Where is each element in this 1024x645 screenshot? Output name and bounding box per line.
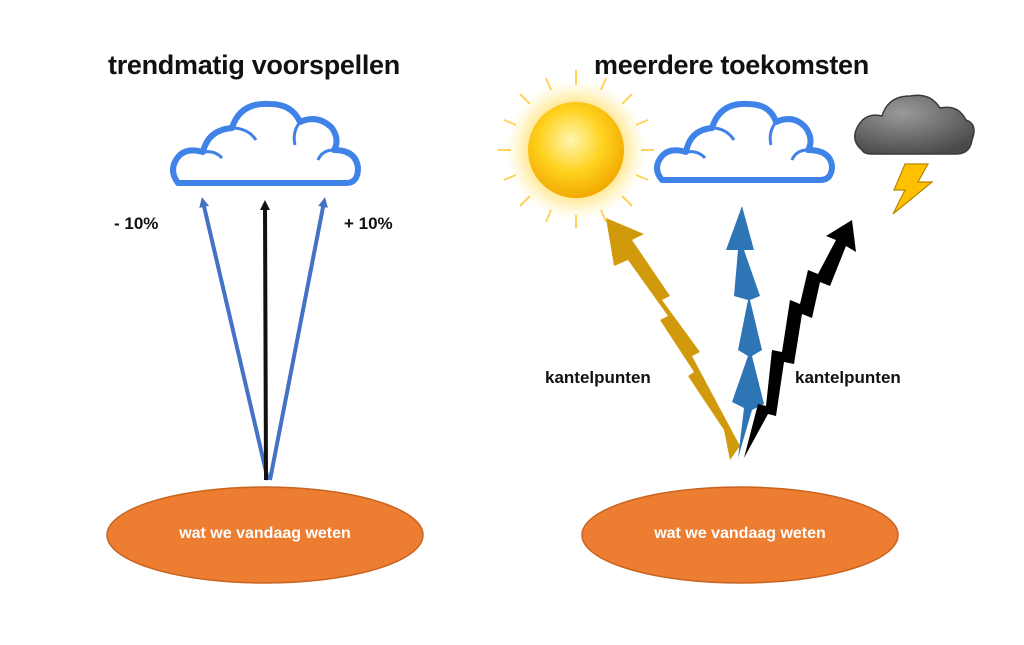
- arrow-minus: [199, 197, 270, 481]
- cloud-icon: [170, 100, 361, 186]
- bolt-arrow-blue: [726, 206, 764, 458]
- left-title: trendmatig voorspellen: [108, 50, 400, 80]
- arrow-plus: [268, 197, 328, 481]
- cloud-icon: [654, 100, 835, 183]
- bolt-arrow-gold: [606, 218, 740, 460]
- base-ellipse-left: [106, 486, 424, 584]
- storm-cloud-icon: [854, 94, 975, 155]
- bolt-arrow-black: [744, 220, 856, 458]
- lightning-icon: [892, 163, 934, 215]
- base-label-right: wat we vandaag weten: [654, 525, 826, 542]
- minus-label: - 10%: [114, 214, 159, 233]
- sun-icon: [498, 70, 654, 228]
- base-ellipse-right: [581, 486, 899, 584]
- tipping-label-right: kantelpunten: [795, 368, 901, 387]
- arrow-trend: [260, 200, 271, 481]
- right-title: meerdere toekomsten: [594, 50, 869, 80]
- plus-label: + 10%: [344, 214, 393, 233]
- tipping-label-left: kantelpunten: [545, 368, 651, 387]
- base-label-left: wat we vandaag weten: [179, 525, 351, 542]
